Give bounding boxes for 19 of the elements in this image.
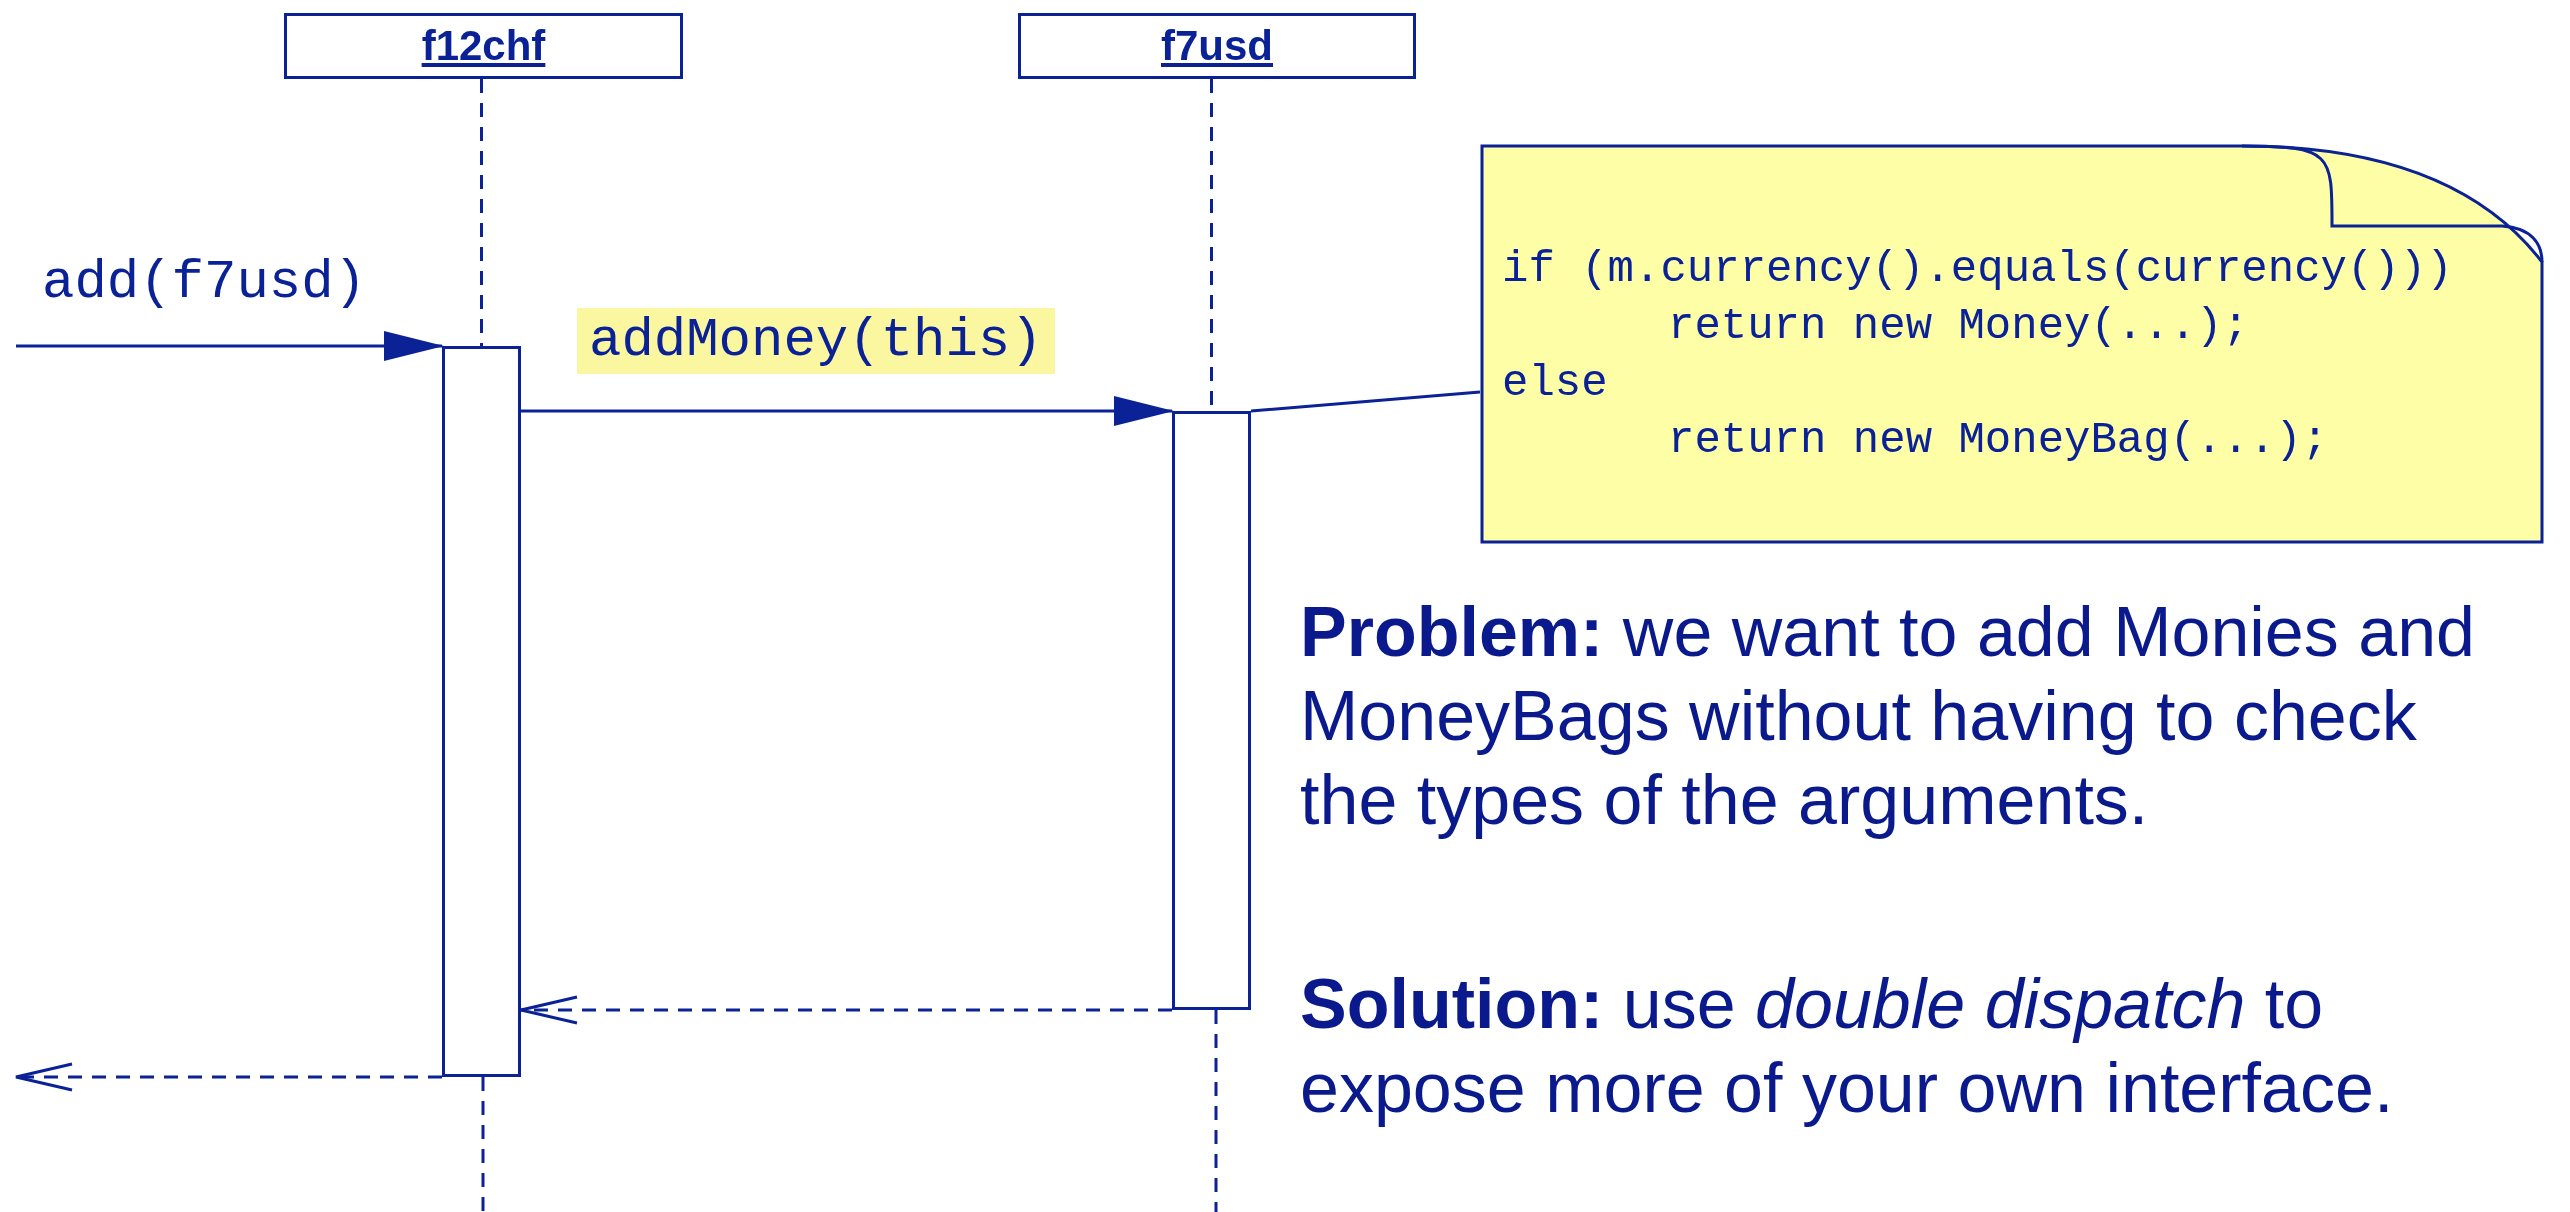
text-paragraph: Problem: we want to add Monies and MoneyBags without having to check the types of the arguments. <box>1300 592 2477 841</box>
message-arrow <box>521 396 1174 426</box>
message-arrow <box>16 331 444 361</box>
code-line: return new Money(...); <box>1668 304 2249 348</box>
object-box <box>1018 13 1416 79</box>
code-line: if (m.currency().equals(currency())) <box>1502 247 2453 291</box>
message-label: addMoney(this) <box>577 308 1055 374</box>
code-line: else <box>1502 361 1608 405</box>
object-box <box>284 13 683 79</box>
return-arrow <box>519 995 1172 1025</box>
activation-bar <box>442 346 521 1077</box>
object-name: f12chf <box>421 22 546 70</box>
leader-line <box>1250 390 1481 413</box>
return-arrow <box>14 1062 442 1092</box>
code-line: return new MoneyBag(...); <box>1668 418 2329 462</box>
activation-bar <box>1172 411 1251 1010</box>
object-name: f7usd <box>1161 22 1273 70</box>
lifeline <box>480 79 483 346</box>
text-paragraph: Solution: use double dispatch to expose more of your own interface. <box>1300 964 2395 1129</box>
